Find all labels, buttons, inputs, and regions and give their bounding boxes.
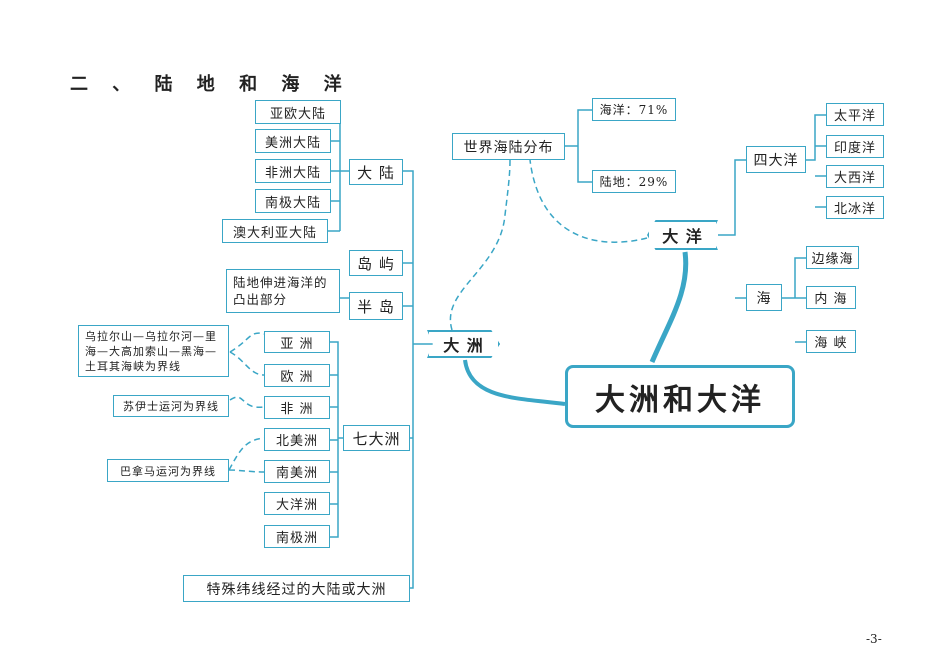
mainland-item: 澳大利亚大陆 — [222, 219, 328, 243]
central-title: 大洲和大洋 — [565, 365, 795, 428]
continent-item: 非 洲 — [264, 396, 330, 419]
continents-root-node: 大 洲 — [427, 330, 500, 358]
panama-note: 巴拿马运河为界线 — [107, 459, 229, 482]
sea-item: 海 峡 — [806, 330, 856, 353]
continent-item: 大洋洲 — [264, 492, 330, 515]
land-percent: 陆地：29% — [592, 170, 676, 193]
suez-note: 苏伊士运河为界线 — [113, 395, 229, 417]
page-number: -3- — [866, 632, 882, 646]
distribution-node: 世界海陆分布 — [452, 133, 565, 160]
latitude-node: 特殊纬线经过的大陆或大洲 — [183, 575, 410, 602]
sea-item: 边缘海 — [806, 246, 859, 269]
ocean-item: 北冰洋 — [826, 196, 884, 219]
section-heading: 二 、 陆 地 和 海 洋 — [70, 74, 351, 95]
four-oceans-node: 四大洋 — [746, 146, 806, 173]
peninsula-node: 半 岛 — [349, 292, 403, 320]
asia-europe-boundary-note: 乌拉尔山—乌拉尔河—里海—大高加索山—黑海—土耳其海峡为界线 — [78, 325, 229, 377]
continent-item: 北美洲 — [264, 428, 330, 451]
seven-continents-node: 七大洲 — [343, 425, 410, 451]
mainland-item: 亚欧大陆 — [255, 100, 341, 124]
ocean-item: 大西洋 — [826, 165, 884, 188]
mainland-item: 美洲大陆 — [255, 129, 331, 153]
ocean-item: 太平洋 — [826, 103, 884, 126]
island-node: 岛 屿 — [349, 250, 403, 276]
ocean-item: 印度洋 — [826, 135, 884, 158]
ocean-percent: 海洋：71% — [592, 98, 676, 121]
peninsula-note: 陆地伸进海洋的凸出部分 — [226, 269, 340, 313]
continent-item: 欧 洲 — [264, 364, 330, 387]
sea-item: 内 海 — [806, 286, 856, 309]
continent-item: 南美洲 — [264, 460, 330, 483]
mainland-item: 南极大陆 — [255, 189, 331, 213]
oceans-root-node: 大 洋 — [647, 220, 718, 250]
mainland-item: 非洲大陆 — [255, 159, 331, 183]
sea-node: 海 — [746, 284, 782, 311]
mainland-node: 大 陆 — [349, 159, 403, 185]
continent-item: 亚 洲 — [264, 331, 330, 353]
continent-item: 南极洲 — [264, 525, 330, 548]
